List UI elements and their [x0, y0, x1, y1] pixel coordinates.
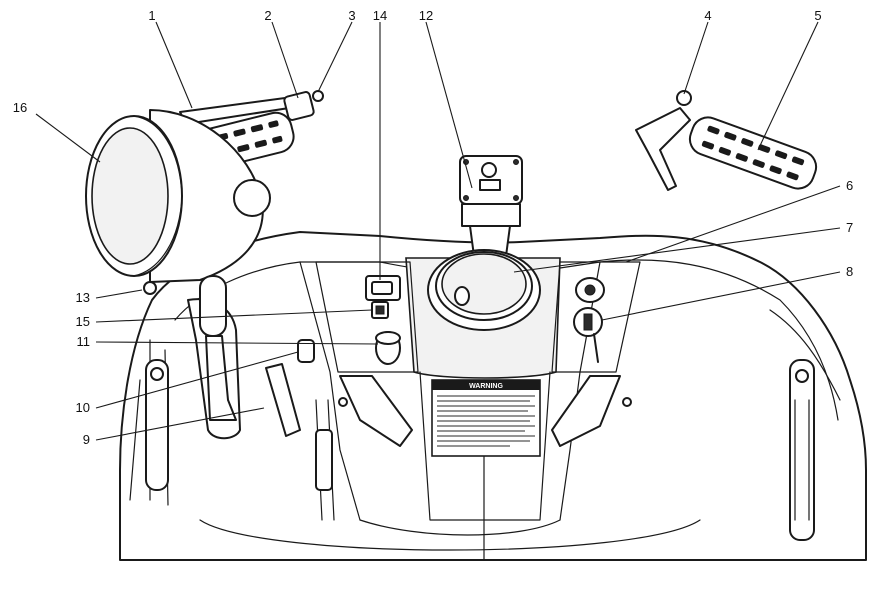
callout-11: 11: [77, 334, 91, 349]
callout-6: 6: [846, 178, 853, 193]
right-grip: [688, 116, 818, 190]
speedometer: [427, 249, 541, 331]
callout-9: 9: [83, 432, 90, 447]
callout-numbers: 1 2 3 4 5 6 7 8 9 10 11 12 13 14 15 16: [13, 8, 853, 447]
right-brake-lever: [635, 90, 692, 191]
left-console-controls: [365, 275, 401, 365]
callout-2: 2: [264, 8, 271, 23]
shift-lever: [199, 275, 335, 521]
warning-decal: WARNING: [431, 379, 541, 457]
callout-15: 15: [76, 314, 90, 329]
ignition-panel: [573, 277, 605, 363]
callout-10: 10: [76, 400, 90, 415]
callout-5: 5: [814, 8, 821, 23]
callout-3: 3: [348, 8, 355, 23]
callout-1: 1: [148, 8, 155, 23]
handlebar-clamp: [459, 155, 523, 257]
callout-16: 16: [13, 100, 27, 115]
callout-4: 4: [704, 8, 711, 23]
callout-7: 7: [846, 220, 853, 235]
callout-leaders: [35, 21, 841, 441]
warning-decal-title: WARNING: [469, 383, 503, 390]
warning-decal-text-lines: [437, 395, 535, 447]
headlight: [85, 109, 271, 295]
callout-12: 12: [419, 8, 433, 23]
callout-14: 14: [373, 8, 387, 23]
left-switch-housing: [283, 90, 324, 121]
callout-13: 13: [76, 290, 90, 305]
callout-8: 8: [846, 264, 853, 279]
